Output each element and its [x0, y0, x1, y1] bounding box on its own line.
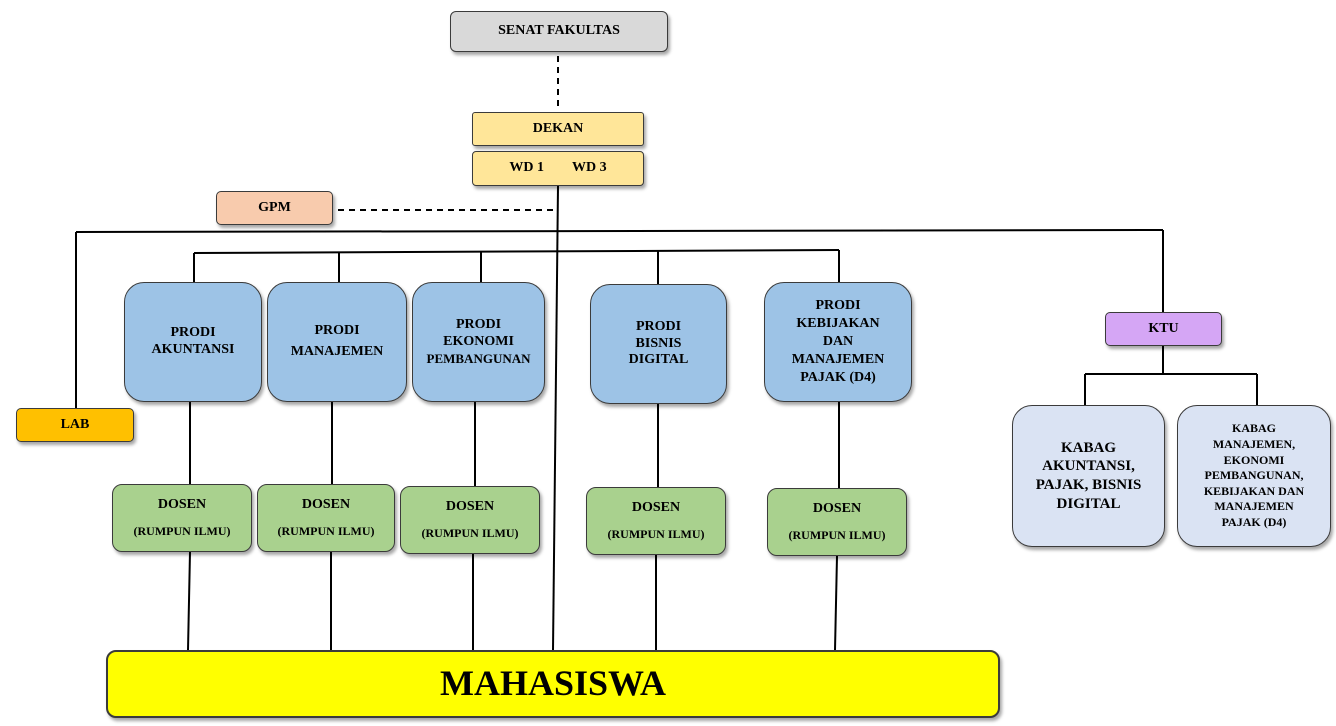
- wd3-label: WD 3: [572, 160, 607, 176]
- dosen-kebijakan-pajak-box: DOSEN (RUMPUN ILMU): [767, 488, 907, 556]
- dekan-box: DEKAN: [472, 112, 644, 146]
- wakil-dekan-box: WD 1 WD 3: [472, 151, 644, 186]
- dosen-bisnis-digital-box: DOSEN (RUMPUN ILMU): [586, 487, 726, 555]
- top-horizontal-line: [75, 229, 1164, 233]
- wd1-label: WD 1: [509, 160, 544, 176]
- prodi-horizontal-line: [193, 249, 840, 254]
- prodi-manajemen-box: PRODI MANAJEMEN: [267, 282, 407, 402]
- dosen-manajemen-box: DOSEN (RUMPUN ILMU): [257, 484, 395, 552]
- prodi-kebijakan-manajemen-pajak-box: PRODI KEBIJAKAN DAN MANAJEMEN PAJAK (D4): [764, 282, 912, 402]
- kabag-akuntansi-pajak-bisnis-digital-box: KABAG AKUNTANSI, PAJAK, BISNIS DIGITAL: [1012, 405, 1165, 547]
- dosen-ekonomi-pembangunan-box: DOSEN (RUMPUN ILMU): [400, 486, 540, 554]
- wd-to-mahasiswa-line: [552, 185, 559, 651]
- ktu-box: KTU: [1105, 312, 1222, 346]
- mahasiswa-box: MAHASISWA: [106, 650, 1000, 718]
- prodi-bisnis-digital-box: PRODI BISNIS DIGITAL: [590, 284, 727, 404]
- senat-fakultas-box: SENAT FAKULTAS: [450, 11, 668, 52]
- kabag-manajemen-ekonomi-kebijakan-box: KABAG MANAJEMEN, EKONOMI PEMBANGUNAN, KE…: [1177, 405, 1331, 547]
- dosen-akuntansi-box: DOSEN (RUMPUN ILMU): [112, 484, 252, 552]
- prodi-akuntansi-box: PRODI AKUNTANSI: [124, 282, 262, 402]
- lab-box: LAB: [16, 408, 134, 442]
- prodi-ekonomi-pembangunan-box: PRODI EKONOMI PEMBANGUNAN: [412, 282, 545, 402]
- gpm-box: GPM: [216, 191, 333, 225]
